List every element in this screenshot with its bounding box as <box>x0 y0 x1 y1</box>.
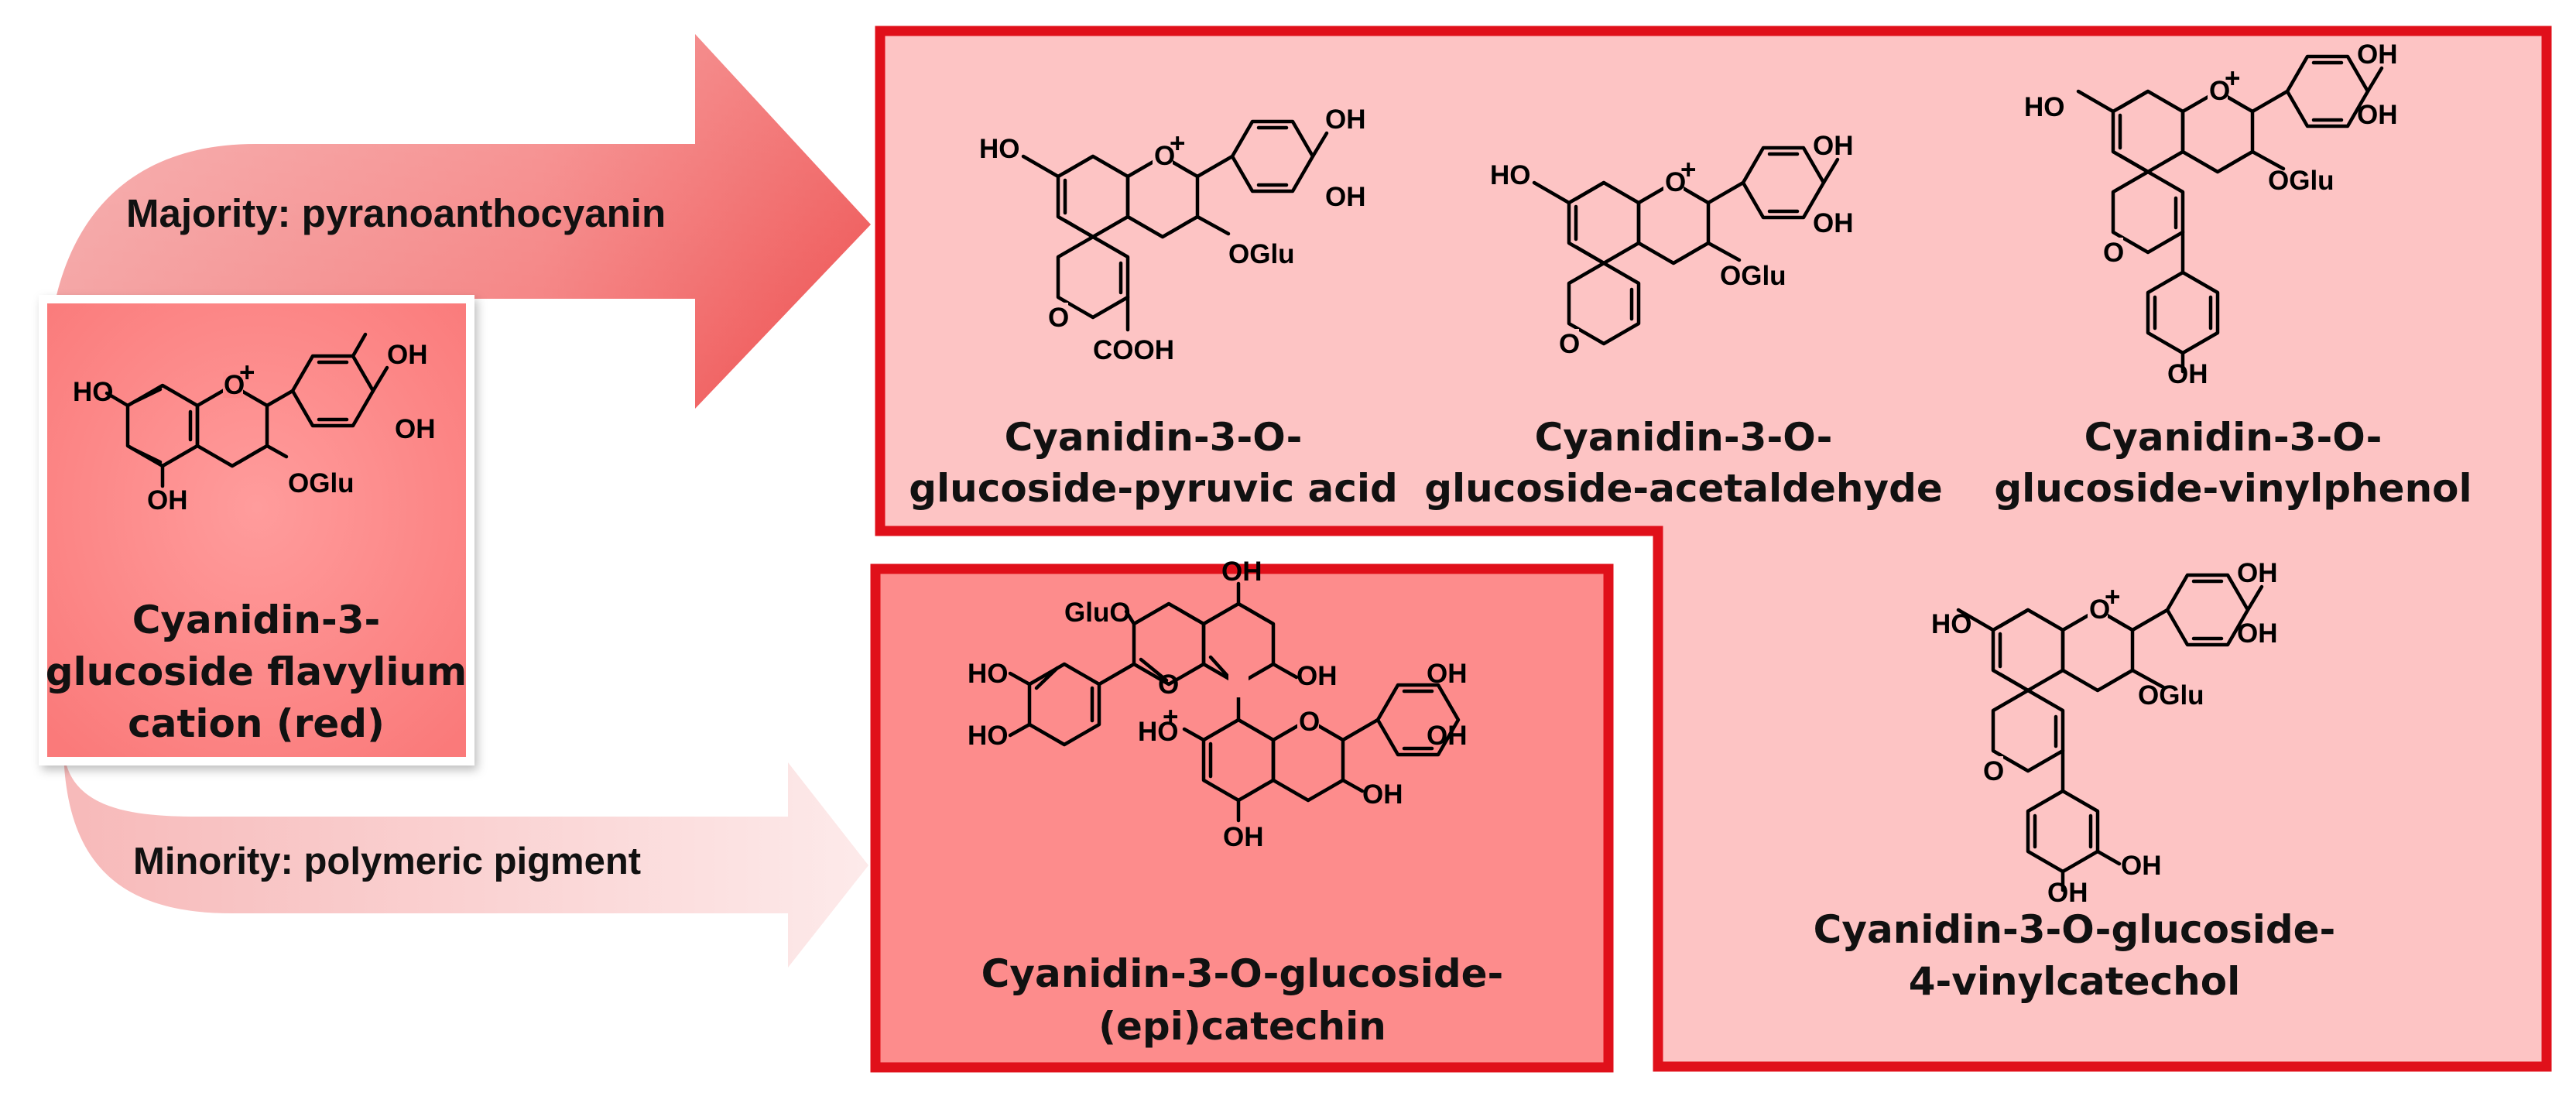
acetaldehyde-name-line2: glucoside-acetaldehyde <box>1424 466 1943 511</box>
vinylphenol-name-line2: glucoside-vinylphenol <box>1994 466 2472 511</box>
oh-label: OH <box>1325 104 1366 135</box>
source-name-line1: Cyanidin-3- <box>132 598 381 642</box>
pyruvic-name-line1: Cyanidin-3-O- <box>1005 415 1303 460</box>
ring-oxygen: O <box>1158 670 1179 700</box>
ho-label: HO <box>1490 160 1531 190</box>
product-box-light <box>875 26 2552 1072</box>
pyran-oxygen: O <box>1559 329 1580 359</box>
ho-label: HO <box>968 659 1009 689</box>
oh-label: OH <box>1223 822 1264 852</box>
vinylphenol-name-line1: Cyanidin-3-O- <box>2084 415 2382 460</box>
oh-label: OH <box>2357 39 2398 70</box>
oh-label: OH <box>1427 659 1468 689</box>
oh-label: OH <box>395 414 436 444</box>
pyran-oxygen: O <box>1983 756 2004 786</box>
product-box-dark <box>870 563 1614 1073</box>
oglu-label: OGlu <box>2138 680 2204 711</box>
pyran-oxygen: O <box>1048 303 1069 333</box>
vinylcatechol-structure: O + O HO OGlu OH OH OH OH <box>1931 558 2278 908</box>
pyruvic-structure: O + O HO OGlu COOH OH OH <box>979 104 1366 365</box>
oglu-label: OGlu <box>288 468 355 498</box>
flavylium-charge: + <box>1680 155 1696 185</box>
oh-label: OH <box>2167 359 2208 389</box>
oh-label: OH <box>2357 100 2398 130</box>
oh-label: OH <box>1813 208 1854 238</box>
ring-oxygen: O <box>2089 594 2110 625</box>
flavylium-charge: + <box>2105 582 2120 612</box>
ring-oxygen: O <box>1154 141 1175 171</box>
minority-arrow <box>63 743 868 968</box>
oh-label: OH <box>1813 131 1854 161</box>
ho-label: HO <box>1931 609 1972 639</box>
oh-label: OH <box>2237 618 2278 649</box>
flavylium-charge: + <box>239 358 255 388</box>
flavylium-charge: + <box>2225 63 2240 94</box>
source-structure: O + HO OH OGlu OH OH <box>73 332 436 515</box>
oh-label: OH <box>1221 557 1262 587</box>
oglu-label: OGlu <box>2268 166 2334 196</box>
ring-oxygen: O <box>1665 167 1686 197</box>
flavylium-charge: + <box>1163 702 1178 732</box>
majority-label: Majority: pyranoanthocyanin <box>126 191 666 235</box>
majority-arrow <box>46 34 871 409</box>
oh-label: OH <box>1297 661 1338 691</box>
ho-label: HO <box>979 134 1020 164</box>
acetaldehyde-structure: O + O HO OGlu OH OH <box>1490 131 1854 359</box>
pyran-oxygen: O <box>1299 707 1320 737</box>
catechin-name-line2: (epi)catechin <box>1098 1004 1386 1049</box>
ring-oxygen: O <box>224 370 245 400</box>
source-card <box>39 295 474 765</box>
ho-label: HO <box>968 721 1009 751</box>
source-name-line3: cation (red) <box>128 701 385 746</box>
oh-label: OH <box>2237 558 2278 588</box>
vinylcatechol-name-line2: 4-vinylcatechol <box>1909 959 2241 1004</box>
oh-label: OH <box>147 485 188 515</box>
minority-label: Minority: polymeric pigment <box>133 841 641 882</box>
oh-label: OH <box>1325 182 1366 212</box>
flavylium-charge: + <box>1170 128 1185 159</box>
ho-label: HO <box>2024 92 2065 122</box>
oglu-label: OGlu <box>1228 239 1295 269</box>
acetaldehyde-name-line1: Cyanidin-3-O- <box>1535 415 1833 460</box>
cooh-label: COOH <box>1093 335 1174 365</box>
oglu-label: OGlu <box>1720 261 1786 291</box>
pyruvic-name-line2: glucoside-pyruvic acid <box>909 466 1398 511</box>
vinylphenol-structure: O + O HO OGlu OH OH OH <box>2024 39 2398 389</box>
catechin-structure: O + O GluO OH OH HO HO HO OH OH OH OH <box>968 557 1468 852</box>
source-name-line2: glucoside flavylium <box>46 649 467 694</box>
pyran-oxygen: O <box>2103 238 2124 268</box>
gluo-label: GluO <box>1064 598 1131 628</box>
ho-label: HO <box>73 377 114 407</box>
oh-label: OH <box>387 340 428 370</box>
oh-label: OH <box>2047 878 2088 908</box>
ring-oxygen: O <box>2209 76 2230 106</box>
vinylcatechol-name-line1: Cyanidin-3-O-glucoside- <box>1814 907 2336 952</box>
oh-label: OH <box>1362 779 1403 810</box>
oh-label: OH <box>1427 721 1468 751</box>
oh-label: OH <box>2121 851 2162 881</box>
ho-label: HO <box>1138 717 1179 747</box>
catechin-name-line1: Cyanidin-3-O-glucoside- <box>981 951 1504 996</box>
